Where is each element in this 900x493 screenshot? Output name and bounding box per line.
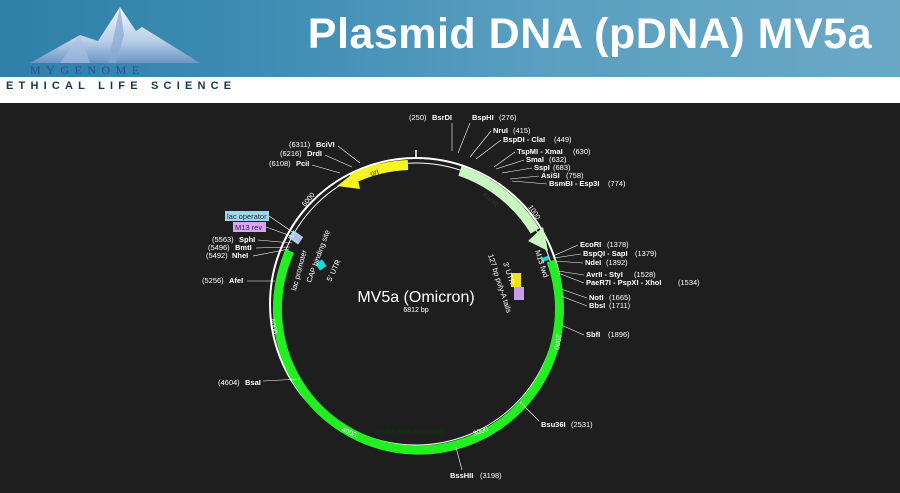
polya-block	[514, 287, 524, 300]
site-name: SbfI	[586, 330, 600, 339]
m13-rev-block	[293, 235, 302, 243]
site-name: BbsI	[589, 301, 605, 310]
m13-fwd-block	[540, 255, 550, 263]
site-pos: (5492)	[206, 251, 228, 260]
site-name: PaeR7I - PspXI - XhoI	[586, 278, 661, 287]
site-pos: (449)	[554, 135, 572, 144]
ori-arc	[349, 160, 409, 184]
site-name: BsmBI - Esp3I	[549, 179, 599, 188]
tick-3000: 3000	[472, 426, 489, 438]
site-pos: (632)	[549, 155, 567, 164]
tagline-strip	[0, 77, 900, 103]
construct-arc	[272, 249, 564, 455]
site-name: BsrDI	[432, 113, 452, 122]
utr5-block	[315, 259, 327, 271]
site-name: AsiSI	[541, 171, 560, 180]
site-pos: (630)	[573, 147, 591, 156]
tagline: ETHICAL LIFE SCIENCE	[6, 80, 237, 92]
lac-operator-box	[225, 211, 269, 221]
site-pos: (774)	[608, 179, 626, 188]
site-name: BspDI - ClaI	[503, 135, 545, 144]
tick-5000: 5000	[268, 318, 278, 335]
site-name: SphI	[239, 235, 255, 244]
lac-operator-label: lac operator	[227, 212, 267, 221]
mountain-logo-icon	[30, 7, 200, 63]
site-name: NotI	[589, 293, 604, 302]
site-pos: (683)	[553, 163, 571, 172]
construct-label: MV5a-3aH construct	[375, 427, 444, 436]
site-pos: (6108)	[269, 159, 291, 168]
site-pos: (1534)	[678, 278, 700, 287]
site-name: BspQI - SapI	[583, 249, 628, 258]
plasmid-name: MV5a (Omicron)	[357, 289, 474, 306]
site-name: BsaI	[245, 378, 261, 387]
site-name: BciVI	[316, 140, 335, 149]
utr5-label: 5' UTR	[325, 258, 343, 283]
tick-2000: 2000	[552, 334, 562, 351]
ori-arrowhead-icon	[337, 171, 360, 189]
site-name: SspI	[534, 163, 550, 172]
ori-label: ori	[369, 167, 380, 178]
site-name: BssHII	[450, 471, 473, 480]
site-pos: (1378)	[607, 240, 629, 249]
site-pos: (758)	[566, 171, 584, 180]
site-pos: (1379)	[635, 249, 657, 258]
site-pos: (1711)	[609, 301, 631, 310]
site-pos: (2531)	[571, 420, 593, 429]
restriction-sites-right: (250) BsrDI BspHI (276) NruI (415) BspDI…	[409, 113, 700, 480]
site-pos: (1392)	[606, 258, 628, 267]
site-pos: (1528)	[634, 270, 656, 279]
site-pos: (250)	[409, 113, 427, 122]
site-pos: (5256)	[202, 276, 224, 285]
plasmid-map: 1000 2000 3000 4000 5000 6000 ori KanR M…	[202, 113, 700, 480]
site-name: NdeI	[585, 258, 601, 267]
site-pos: (415)	[513, 126, 531, 135]
site-pos: (5496)	[208, 243, 230, 252]
site-name: NheI	[232, 251, 248, 260]
site-name: BmtI	[235, 243, 252, 252]
site-name: NruI	[493, 126, 508, 135]
m13-rev-box	[233, 222, 266, 232]
page-title: Plasmid DNA (pDNA) MV5a	[307, 10, 872, 58]
site-name: Bsu36I	[541, 420, 566, 429]
site-name: AfeI	[229, 276, 243, 285]
site-name: PciI	[296, 159, 309, 168]
site-pos: (1665)	[609, 293, 631, 302]
site-pos: (5563)	[212, 235, 234, 244]
kanr-arc	[458, 166, 540, 234]
header-banner: MYGENOME Plasmid DNA (pDNA) MV5a	[0, 0, 900, 77]
site-name: SmaI	[526, 155, 544, 164]
site-pos: (4604)	[218, 378, 240, 387]
tick-4000: 4000	[340, 426, 357, 439]
site-pos: (1896)	[608, 330, 630, 339]
site-pos: (3198)	[480, 471, 502, 480]
site-name: AvrII - StyI	[586, 270, 623, 279]
kanr-arrowhead-icon	[528, 227, 548, 251]
m13-rev-label: M13 rev	[235, 223, 262, 232]
brand-name: MYGENOME	[30, 63, 145, 77]
site-name: EcoRI	[580, 240, 601, 249]
restriction-sites-left: (6311) BciVI (6216) DrdI (6108) PciI (55…	[202, 140, 361, 387]
plasmid-size: 6812 bp	[403, 307, 428, 314]
utr3-block	[511, 273, 521, 287]
site-pos: (276)	[499, 113, 517, 122]
site-name: DrdI	[307, 149, 322, 158]
site-pos: (6216)	[280, 149, 302, 158]
site-name: BspHI	[472, 113, 494, 122]
plasmid-map-panel: 1000 2000 3000 4000 5000 6000 ori KanR M…	[0, 103, 900, 488]
site-name: TspMI - XmaI	[517, 147, 563, 156]
site-pos: (6311)	[289, 140, 311, 149]
